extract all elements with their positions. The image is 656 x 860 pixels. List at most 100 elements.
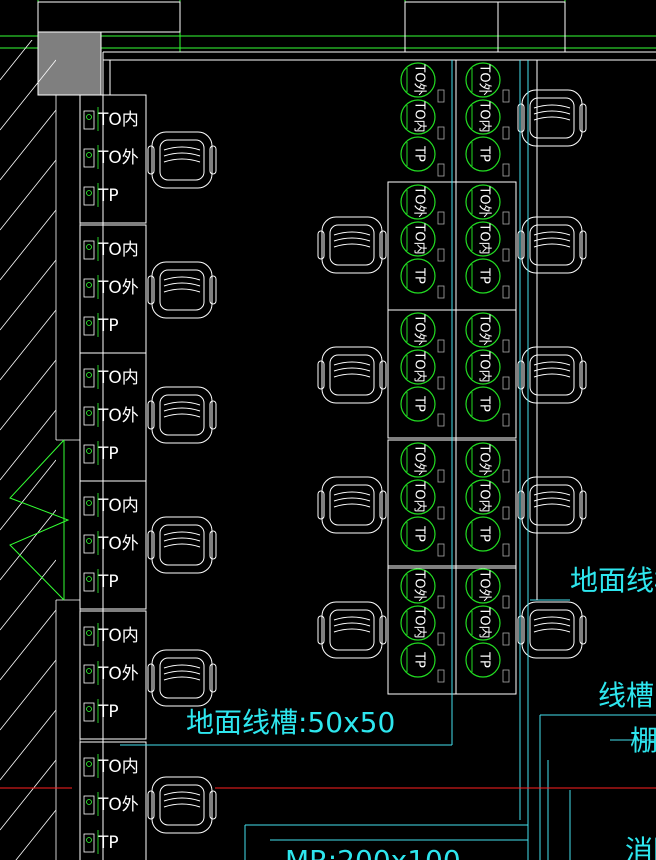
outlet-label: TO内 <box>97 757 139 777</box>
floor-box-icon <box>437 376 445 390</box>
floor-socket-label: TO内 <box>412 100 428 132</box>
floor-socket-label: TO外 <box>477 185 492 217</box>
floor-socket-label: TP <box>412 525 427 542</box>
floor-socket-label: TP <box>477 395 492 412</box>
outlet-label: TO内 <box>97 626 139 646</box>
mr-trench-label: MR:200x100 <box>285 844 461 860</box>
floor-socket-icon: TO内 <box>465 479 510 520</box>
floor-box-icon <box>437 211 445 225</box>
wall-jack-icon <box>83 699 99 723</box>
chair-icon <box>317 346 387 404</box>
floor-socket-icon: TP <box>465 136 510 177</box>
floor-box-icon <box>437 595 445 609</box>
outlet-label: TP <box>97 572 119 592</box>
floor-socket-label: TP <box>412 145 427 162</box>
floor-box-icon <box>502 339 510 353</box>
wall-jack-icon <box>83 531 99 555</box>
wall-jack-icon <box>83 792 99 816</box>
wall-jack-icon <box>83 661 99 685</box>
floor-box-icon <box>502 669 510 683</box>
floor-socket-icon: TO外 <box>400 568 445 609</box>
wall-jack-icon <box>83 830 99 854</box>
floor-box-icon <box>437 248 445 262</box>
floor-socket-icon: TO外 <box>465 312 510 353</box>
floor-box-icon <box>437 285 445 299</box>
floor-socket-icon: TO外 <box>400 442 445 483</box>
floor-socket-icon: TO内 <box>465 605 510 646</box>
chair-icon <box>517 89 587 147</box>
floor-socket-icon: TO外 <box>465 184 510 225</box>
floor-socket-icon: TO内 <box>465 99 510 140</box>
outlet-label: TP <box>97 186 119 206</box>
floor-socket-icon: TO内 <box>400 479 445 520</box>
floor-socket-label: TP <box>477 145 492 162</box>
chair-icon <box>147 776 217 834</box>
wall-jack-icon <box>83 623 99 647</box>
floor-box-icon <box>502 469 510 483</box>
floor-socket-label: TO外 <box>477 569 492 601</box>
floor-socket-icon: TP <box>465 642 510 683</box>
floor-socket-label: TO外 <box>477 443 492 475</box>
chair-icon <box>317 216 387 274</box>
chair-icon <box>147 649 217 707</box>
floor-socket-label: TO内 <box>412 350 428 382</box>
floor-box-icon <box>502 506 510 520</box>
floor-box-icon <box>502 163 510 177</box>
floor-socket-label: TO外 <box>412 313 427 345</box>
floor-socket-icon: TO外 <box>400 62 445 103</box>
floor-socket-label: TP <box>412 267 427 284</box>
chair-icon <box>147 516 217 574</box>
floor-socket-icon: TP <box>400 516 445 557</box>
floor-socket-icon: TO内 <box>400 99 445 140</box>
floor-box-icon <box>502 376 510 390</box>
wall-jack-icon <box>83 145 99 169</box>
floor-socket-icon: TO内 <box>465 221 510 262</box>
floor-socket-label: TP <box>412 651 427 668</box>
trench-lines <box>120 60 656 860</box>
center-outlet-grid: TO外TO内TPTO外TO内TPTO外TO内TPTO外TO内TPTO外TO内TP… <box>387 60 517 695</box>
wall-jack-icon <box>83 493 99 517</box>
chair-icon <box>317 601 387 659</box>
floor-box-icon <box>502 126 510 140</box>
floor-socket-icon: TO外 <box>465 442 510 483</box>
floor-socket-label: TO内 <box>477 606 493 638</box>
floor-socket-icon: TP <box>400 642 445 683</box>
floor-trench-label-bottom: 地面线槽:50x50 <box>186 706 395 739</box>
wall-jack-icon <box>83 183 99 207</box>
outlet-label: TO内 <box>97 110 139 130</box>
outlet-label: TO内 <box>97 368 139 388</box>
floor-box-icon <box>502 543 510 557</box>
floor-socket-icon: TP <box>465 386 510 427</box>
floor-socket-icon: TP <box>400 258 445 299</box>
wall-jack-icon <box>83 313 99 337</box>
door-symbol <box>9 439 70 601</box>
floor-box-icon <box>502 248 510 262</box>
floor-socket-label: TO外 <box>477 313 492 345</box>
floor-socket-icon: TP <box>400 136 445 177</box>
chair-icon <box>517 601 587 659</box>
floor-box-icon <box>502 413 510 427</box>
wall-jack-icon <box>83 403 99 427</box>
outlet-label: TP <box>97 702 119 722</box>
floor-socket-label: TO外 <box>412 569 427 601</box>
floor-box-icon <box>437 413 445 427</box>
wall-jack-icon <box>83 237 99 261</box>
wall-jack-icon <box>83 569 99 593</box>
floor-box-icon <box>437 89 445 103</box>
floor-socket-label: TO外 <box>412 63 427 95</box>
floor-box-icon <box>437 632 445 646</box>
floor-socket-icon: TO内 <box>400 221 445 262</box>
floor-socket-label: TP <box>477 525 492 542</box>
outlet-label: TO外 <box>97 278 139 298</box>
floor-socket-icon: TP <box>465 258 510 299</box>
floor-socket-icon: TO内 <box>465 349 510 390</box>
floor-box-icon <box>437 506 445 520</box>
floor-socket-label: TP <box>477 267 492 284</box>
floor-socket-label: TO内 <box>477 100 493 132</box>
